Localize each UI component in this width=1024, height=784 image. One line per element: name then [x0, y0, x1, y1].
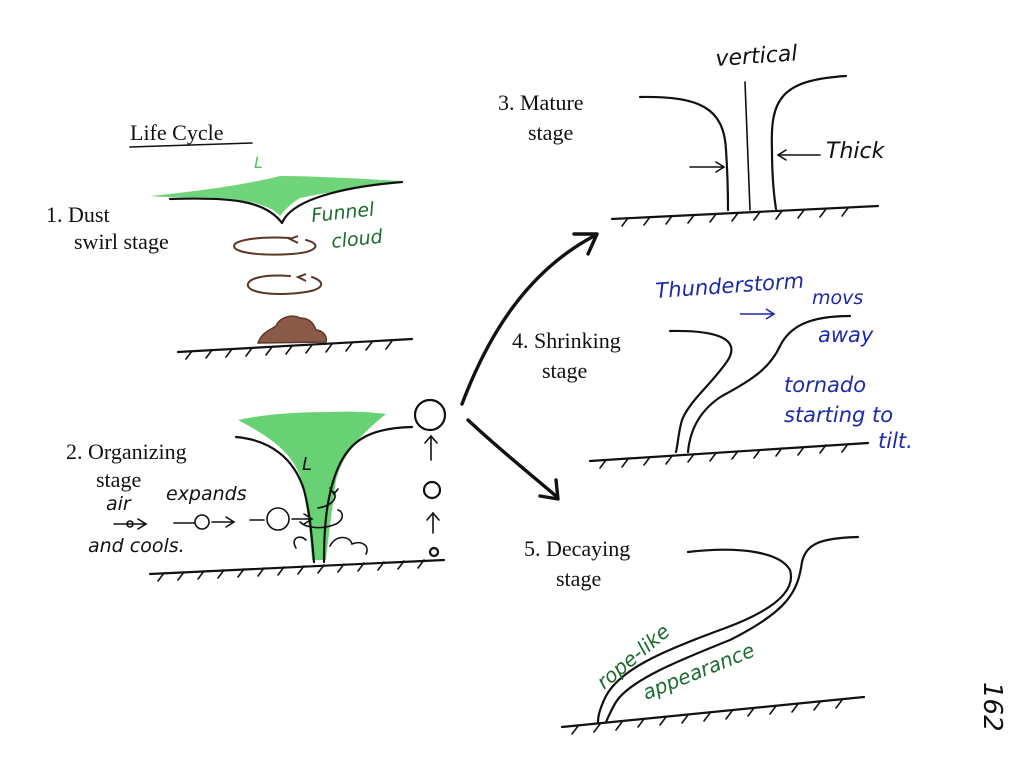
- air-parcel-large: [413, 398, 447, 432]
- funnel-label: Funnel: [310, 198, 376, 227]
- stage-1-swirl-lower: [246, 274, 322, 295]
- stage-5-label-line2: stage: [556, 566, 601, 591]
- moves-label: movs: [812, 287, 863, 309]
- stage-1-swirl-upper-arrow: [287, 235, 299, 244]
- thunderstorm-label: Thunderstorm: [655, 269, 805, 303]
- stage-1-green-cloud: [150, 176, 400, 216]
- page-number: 162: [977, 682, 1007, 732]
- air-parcel-small: [428, 546, 440, 558]
- air-label: air: [106, 493, 132, 515]
- stage-3-ground-hatching: [621, 207, 849, 227]
- stage-4-label-line1: 4. Shrinking: [512, 328, 621, 353]
- arrow-to-decaying: [466, 418, 558, 498]
- air-parcel-arrowhead-upper: [424, 434, 438, 444]
- arrow-to-mature-head: [572, 232, 599, 256]
- stage-5-ground-hatching: [571, 699, 843, 735]
- mature-funnel-left: [638, 95, 730, 212]
- stage-3-group: 3. Mature stage vertical Thick: [498, 41, 886, 227]
- decaying-rope-right: [604, 535, 860, 724]
- expand-arrow-2: [211, 516, 236, 528]
- expand-arrow-3: [291, 513, 314, 525]
- stage-2-low-symbol: L: [302, 454, 312, 475]
- stage-2-dust-puffs: [293, 536, 368, 555]
- stage-2-label-line1: 2. Organizing: [66, 439, 187, 464]
- stage-1-ground-hatching: [185, 340, 393, 360]
- stage-1-cloud-base-funnel: [168, 180, 404, 225]
- stage-2-funnel-right-edge: [322, 425, 414, 564]
- stage-2-funnel-left-edge: [234, 435, 316, 564]
- stage-4-label-line2: stage: [542, 358, 587, 383]
- air-parcel-arrowhead-lower: [426, 511, 440, 521]
- stage-4-ground-hatching: [599, 443, 849, 469]
- stage-1-low-symbol: L: [254, 153, 263, 172]
- and-cools-label: and cools.: [88, 535, 185, 557]
- stage-3-ground-line: [610, 204, 880, 221]
- shrinking-funnel-left: [668, 329, 733, 454]
- cloud-label: cloud: [330, 226, 384, 253]
- vertical-reference-line: [744, 81, 751, 211]
- expand-parcel-1: [126, 520, 134, 528]
- thick-arrow-left: [689, 161, 726, 173]
- decaying-rope-left: [596, 548, 793, 724]
- title-group: Life Cycle: [129, 120, 253, 148]
- stage-1-group: 1. Dust swirl stage L Funnel cloud: [46, 153, 414, 360]
- arrow-to-mature: [460, 234, 596, 406]
- title-underline: [129, 142, 253, 148]
- starting-to-label: starting to: [784, 403, 893, 427]
- stage-3-label-line2: stage: [528, 120, 573, 145]
- stage-2-ground-hatching: [157, 559, 425, 582]
- vertical-label: vertical: [715, 41, 799, 72]
- expand-parcel-3: [266, 507, 290, 531]
- tornado-label: tornado: [784, 373, 866, 397]
- air-parcel-medium: [422, 480, 442, 500]
- diagram-title: Life Cycle: [130, 120, 223, 145]
- expand-parcel-2: [194, 514, 210, 530]
- thunderstorm-motion-arrow: [740, 308, 776, 320]
- expand-arrow-1: [113, 518, 148, 530]
- thick-arrow-right: [776, 149, 821, 161]
- stage-1-ground-line: [176, 337, 414, 354]
- tilt-label: tilt.: [878, 429, 913, 453]
- arrow-to-decaying-head: [538, 478, 560, 501]
- stage-2-rotation-upper-arrow: [329, 487, 339, 496]
- expands-label: expands: [166, 483, 247, 505]
- away-label: away: [818, 323, 874, 347]
- shrinking-funnel-right: [686, 314, 852, 454]
- stage-5-label-line1: 5. Decaying: [524, 536, 630, 561]
- stage-1-label-line2: swirl stage: [74, 229, 169, 254]
- stage-2-group: 2. Organizing stage L air expands and co…: [66, 398, 447, 582]
- stage-2-label-line2: stage: [96, 467, 141, 492]
- stage-2-rotation-lower: [299, 509, 344, 529]
- stage-4-ground-line: [588, 441, 870, 463]
- stage-4-group: 4. Shrinking stage Thunderstorm movs awa…: [512, 269, 913, 469]
- stage-3-label-line1: 3. Mature: [498, 90, 584, 115]
- mature-funnel-right: [770, 74, 848, 211]
- dust-swirl-debris: [256, 315, 328, 344]
- transition-arrows: [460, 232, 599, 501]
- stage-5-group: 5. Decaying stage rope-like appearance: [524, 535, 866, 735]
- stage-2-ground-line: [148, 558, 446, 576]
- thick-label: Thick: [826, 139, 886, 164]
- stage-1-swirl-lower-arrow: [295, 273, 307, 282]
- stage-1-label-line1: 1. Dust: [46, 202, 110, 227]
- stage-5-ground-line: [560, 695, 866, 729]
- stage-1-swirl-upper: [232, 236, 317, 256]
